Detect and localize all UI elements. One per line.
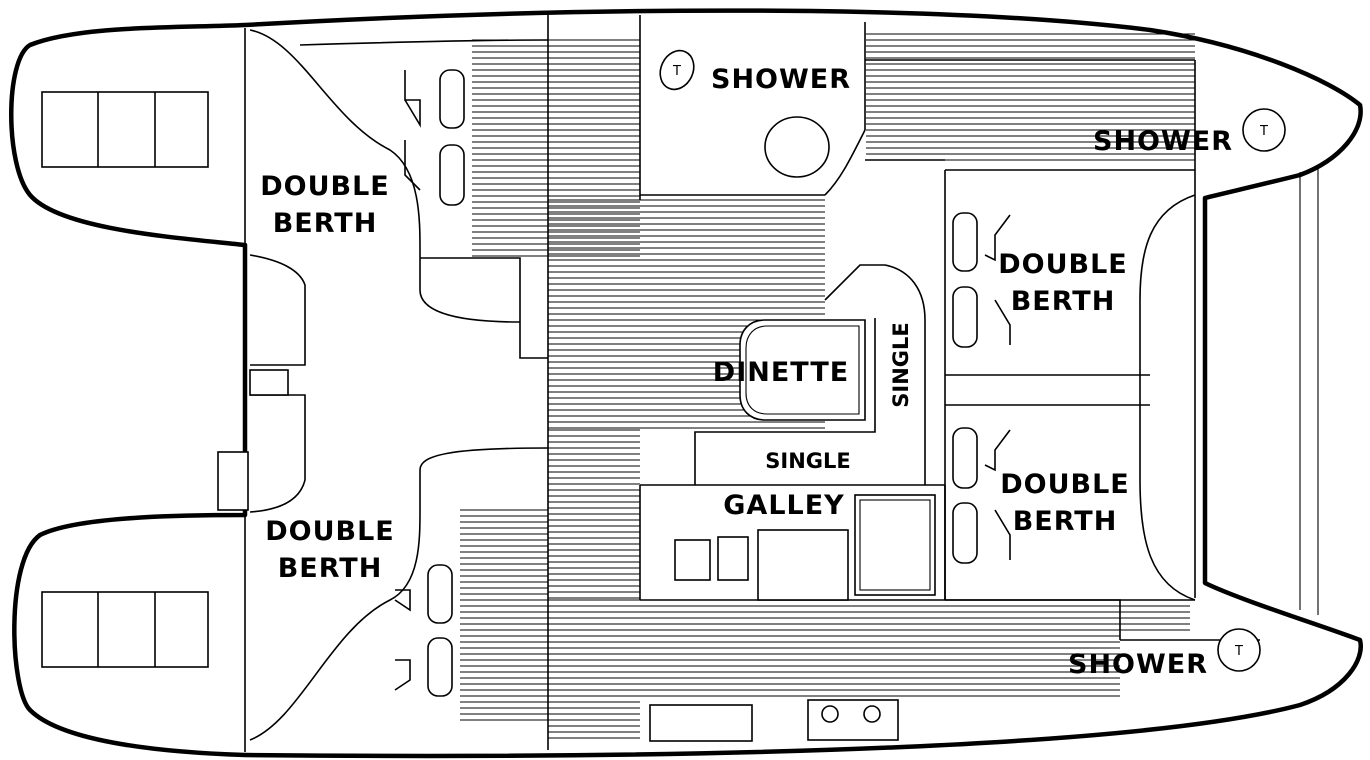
double-berth-label: DOUBLE — [998, 249, 1128, 280]
dinette-table — [739, 319, 866, 421]
svg-text:T: T — [1234, 644, 1243, 659]
dinette-label: DINETTE — [713, 357, 849, 388]
double-berth-label: BERTH — [1011, 286, 1116, 317]
double-berth-label: BERTH — [1013, 506, 1118, 537]
double-berth-label: BERTH — [278, 553, 383, 584]
toilet-icon: T — [1217, 628, 1261, 672]
double-berth-label: DOUBLE — [1000, 469, 1130, 500]
galley-fixtures — [649, 494, 936, 742]
deck-hatches-top — [41, 91, 209, 168]
single-berth-label: SINGLE — [889, 322, 913, 407]
shower-pan — [764, 116, 830, 178]
toilet-icon: T — [1242, 108, 1286, 152]
svg-text:T: T — [672, 64, 681, 79]
door-flaps — [394, 70, 1011, 691]
svg-text:T: T — [1259, 124, 1268, 139]
deck-hatches-bottom — [41, 591, 209, 668]
shower-label: SHOWER — [1093, 126, 1233, 157]
hull-outline — [9, 8, 1363, 759]
double-berth-label: BERTH — [273, 208, 378, 239]
shower-label: SHOWER — [1068, 649, 1208, 680]
shower-label: SHOWER — [711, 64, 851, 95]
double-berth-label: DOUBLE — [260, 171, 390, 202]
toilet-icon: T — [659, 49, 695, 91]
berth-pillows — [427, 69, 978, 697]
floor-hatching — [460, 33, 1195, 739]
double-berth-label: DOUBLE — [265, 516, 395, 547]
single-berth-label: SINGLE — [765, 449, 850, 473]
galley-label: GALLEY — [723, 490, 844, 521]
